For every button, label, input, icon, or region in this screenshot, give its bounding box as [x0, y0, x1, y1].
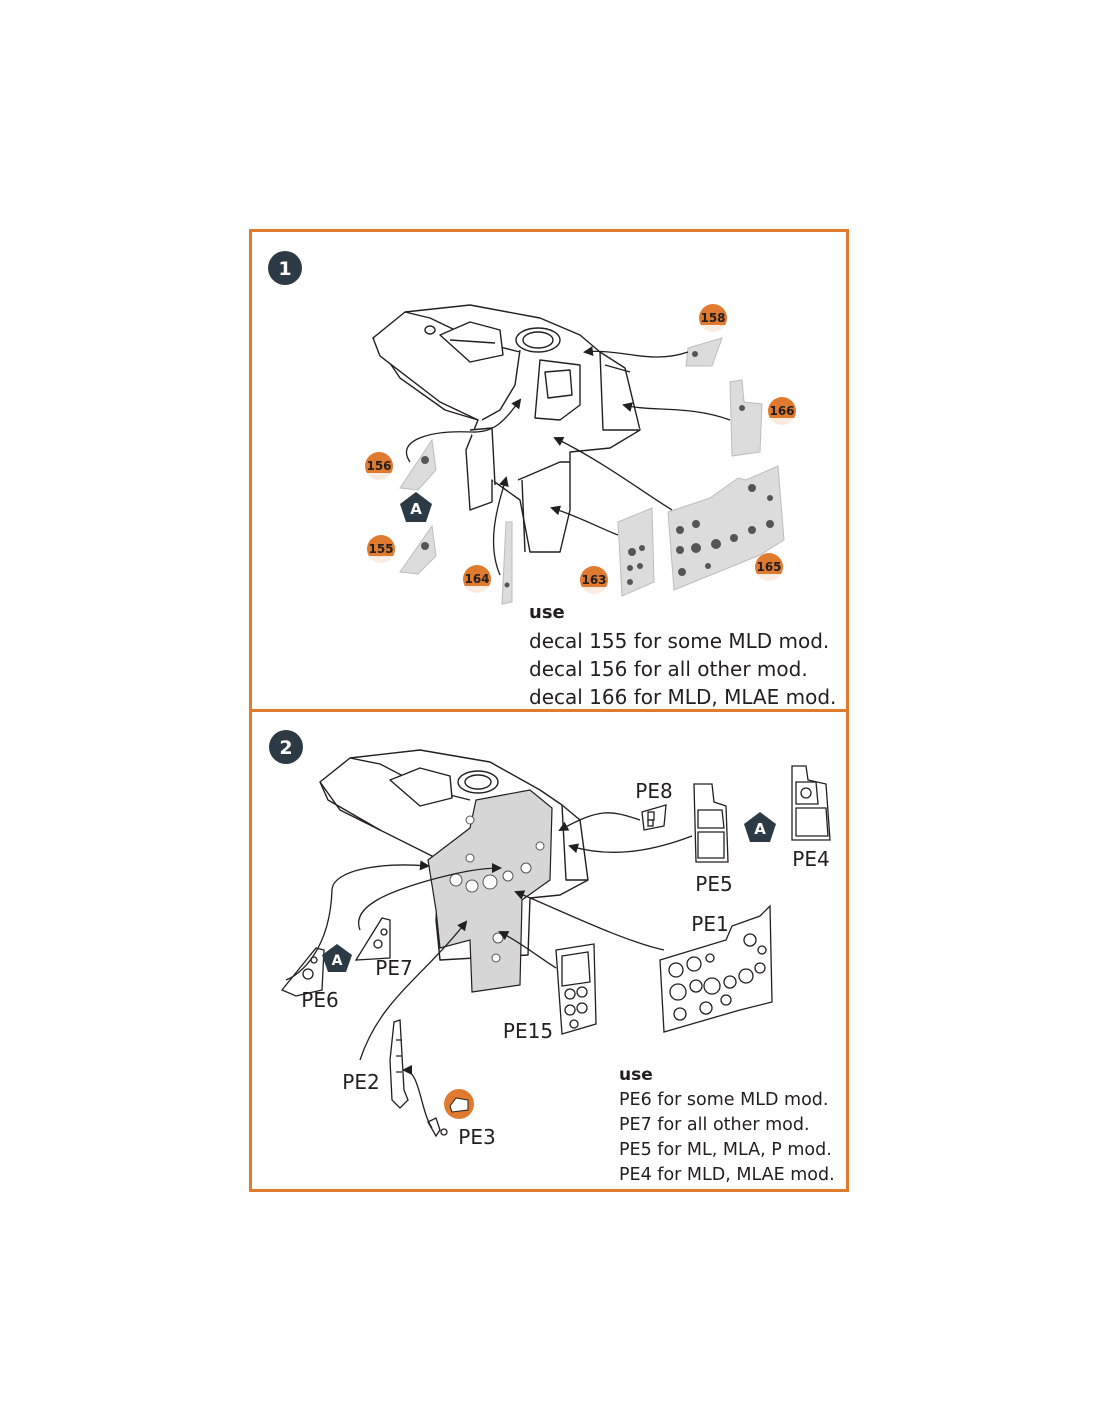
svg-text:1: 1: [278, 258, 291, 280]
decal-panel-155: [399, 524, 437, 575]
svg-text:2: 2: [279, 737, 292, 759]
pe3-callout-icon: [444, 1089, 474, 1119]
svg-text:164: 164: [464, 572, 489, 586]
decal-panel-164: [501, 521, 513, 605]
pe8-part: [641, 804, 667, 831]
usage-line: PE4 for MLD, MLAE mod.: [619, 1165, 835, 1185]
decal-callout-165: 165: [755, 553, 783, 583]
svg-text:158: 158: [700, 311, 725, 325]
option-marker-a-2: A: [322, 944, 352, 972]
svg-text:A: A: [754, 820, 766, 838]
decal-panel-165: [667, 465, 785, 591]
pe15-part: [555, 943, 597, 1035]
pe2-label: PE2: [342, 1070, 379, 1094]
svg-text:A: A: [410, 500, 422, 518]
option-marker-a-3: A: [744, 812, 776, 842]
option-marker-a-1: A: [400, 492, 432, 522]
step-2-usage-note: use PE6 for some MLD mod. PE7 for all ot…: [619, 1063, 835, 1188]
svg-text:A: A: [332, 953, 343, 969]
pe7-label: PE7: [375, 956, 412, 980]
decal-panel-166: [729, 379, 763, 457]
step-1-badge: 1: [268, 251, 302, 285]
usage-line: decal 156 for all other mod.: [529, 657, 808, 681]
pe8-label: PE8: [635, 779, 672, 803]
pe3-label: PE3: [458, 1125, 495, 1149]
arrows-step-1: [405, 346, 731, 576]
step-1-usage-note: use decal 155 for some MLD mod. decal 15…: [529, 599, 836, 711]
cockpit-tub-1: [372, 304, 641, 553]
pe6-part: [280, 947, 325, 997]
pe5-label: PE5: [695, 872, 732, 896]
decal-callout-166: 166: [768, 397, 796, 427]
pe15-label: PE15: [503, 1019, 553, 1043]
decal-callout-164: 164: [463, 565, 491, 595]
usage-line: PE7 for all other mod.: [619, 1115, 810, 1135]
decal-callout-158: 158: [699, 304, 727, 334]
pe6-label: PE6: [301, 988, 338, 1012]
pe4-part: [791, 765, 831, 841]
svg-text:156: 156: [366, 459, 391, 473]
step-divider: [249, 709, 849, 712]
usage-heading: use: [529, 602, 565, 623]
svg-text:155: 155: [368, 542, 393, 556]
usage-line: PE6 for some MLD mod.: [619, 1090, 829, 1110]
pe1-part: [659, 904, 773, 1033]
pe3-part: [427, 1117, 448, 1138]
decal-callout-163: 163: [580, 566, 608, 596]
decal-panel-163: [617, 507, 655, 597]
step-2-badge: 2: [269, 730, 303, 764]
decal-panel-158: [685, 337, 723, 367]
pe4-label: PE4: [792, 847, 829, 871]
pe2-part: [389, 1019, 409, 1109]
decal-callout-156: 156: [365, 452, 393, 482]
svg-text:163: 163: [581, 573, 606, 587]
decal-callout-155: 155: [367, 535, 395, 565]
usage-line: PE5 for ML, MLA, P mod.: [619, 1140, 832, 1160]
svg-text:166: 166: [769, 404, 794, 418]
arrows-step-2: [285, 812, 693, 1129]
pe5-part: [693, 783, 729, 863]
svg-text:165: 165: [756, 560, 781, 574]
usage-line: decal 155 for some MLD mod.: [529, 629, 830, 653]
pe1-label: PE1: [691, 912, 728, 936]
pe7-part: [354, 917, 391, 961]
decal-panel-156: [399, 438, 437, 491]
usage-line: decal 166 for MLD, MLAE mod.: [529, 685, 837, 709]
usage-heading: use: [619, 1065, 653, 1085]
